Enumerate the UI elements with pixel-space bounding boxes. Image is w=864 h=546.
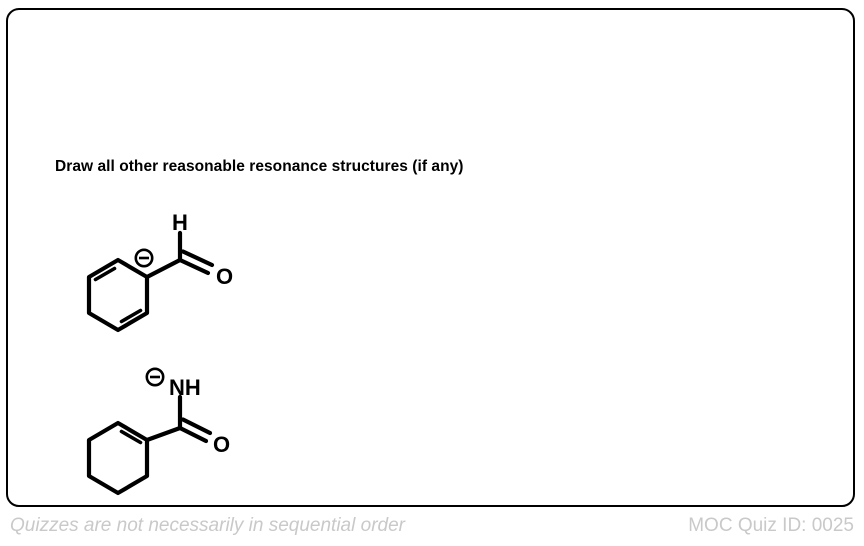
carbonyl-bonds: [144, 230, 215, 280]
ring-skeleton: [86, 420, 150, 496]
structure-cyclohexadienyl-anion-carbaldehyde: H O: [86, 210, 233, 333]
quiz-id-label: MOC Quiz ID: 0025: [688, 515, 854, 536]
carboxamide-bonds: [144, 394, 213, 444]
atom-label-oxygen: O: [213, 432, 230, 457]
atom-label-oxygen: O: [216, 264, 233, 289]
structure-cyclohexene-carboxamide-anion: NH O: [86, 367, 230, 496]
footer-note: Quizzes are not necessarily in sequentia…: [10, 515, 405, 536]
negative-charge-symbol: [134, 248, 154, 268]
negative-charge-symbol: [145, 367, 165, 387]
footer: Quizzes are not necessarily in sequentia…: [0, 507, 864, 546]
atom-label-amide: NH: [169, 375, 201, 400]
ring-double-bond-inner-line: [119, 429, 143, 445]
atom-label-hydrogen: H: [172, 210, 188, 235]
quiz-card: Draw all other reasonable resonance stru…: [6, 8, 855, 507]
ring-skeleton: [86, 257, 150, 333]
page-title: Draw all other reasonable resonance stru…: [55, 158, 464, 175]
ring-double-bond-inner-lines: [93, 266, 143, 324]
